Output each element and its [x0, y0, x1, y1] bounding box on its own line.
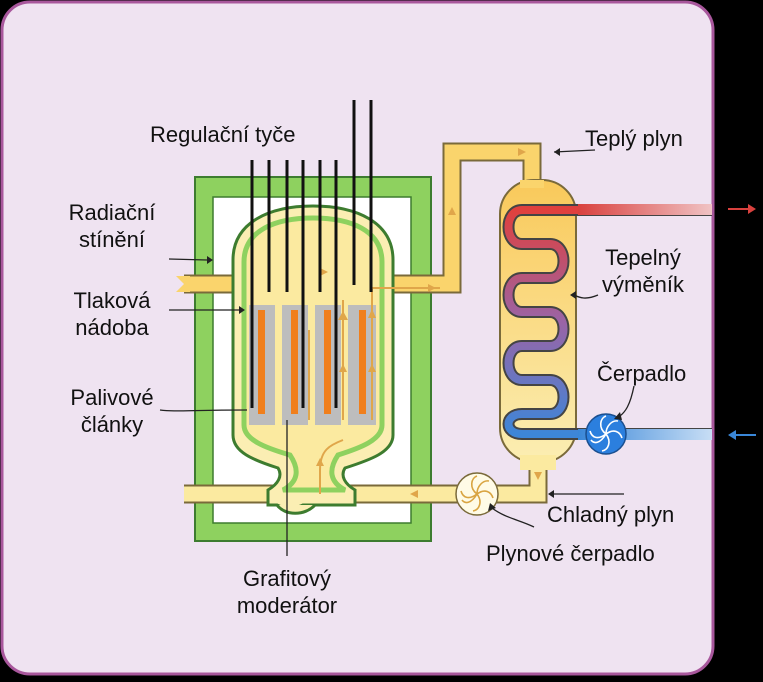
- pressure-vessel-label-line1: Tlaková: [73, 288, 151, 313]
- radiation-shielding-label: Radiační stínění: [52, 199, 172, 253]
- warm-gas-label: Teplý plyn: [585, 126, 683, 151]
- graphite-moderator-label-line1: Grafitový: [242, 566, 332, 591]
- pressure-vessel-label: Tlaková nádoba: [52, 287, 172, 341]
- graphite-moderator-label: Grafitový moderátor: [222, 565, 352, 619]
- heat-exchanger: [499, 179, 712, 470]
- heat-exchanger-label-line2: výměník: [602, 272, 684, 297]
- cold-gas-label: Chladný plyn: [547, 502, 675, 527]
- gas-pump-icon: [455, 472, 499, 516]
- leader-arrowheads: [207, 148, 622, 511]
- leader-lines: [159, 149, 635, 556]
- pressure-vessel-label-line2: nádoba: [75, 315, 149, 340]
- water-in-arrow-icon: [728, 430, 756, 440]
- gas-arrowheads: [316, 148, 542, 498]
- heat-exchanger-label: Tepelný výměník: [588, 244, 698, 298]
- fuel-elements: [258, 310, 366, 414]
- radiation-shielding-label-line1: Radiační: [68, 200, 156, 225]
- fuel-elements-label-line1: Palivové: [70, 385, 154, 410]
- water-pump-icon: [585, 413, 627, 455]
- control-rods-label: Regulační tyče: [150, 122, 296, 147]
- gas-pump-label: Plynové čerpadlo: [486, 541, 655, 566]
- water-out-arrow-icon: [728, 204, 756, 214]
- fuel-elements-label-line2: články: [80, 412, 144, 437]
- pump-label: Čerpadlo: [597, 361, 687, 386]
- control-rods: [250, 100, 373, 408]
- graphite-moderator-label-line2: moderátor: [236, 593, 338, 618]
- radiation-shielding-label-line2: stínění: [78, 227, 146, 252]
- heat-exchanger-label-line1: Tepelný: [605, 245, 681, 270]
- fuel-elements-label: Palivové články: [52, 384, 172, 438]
